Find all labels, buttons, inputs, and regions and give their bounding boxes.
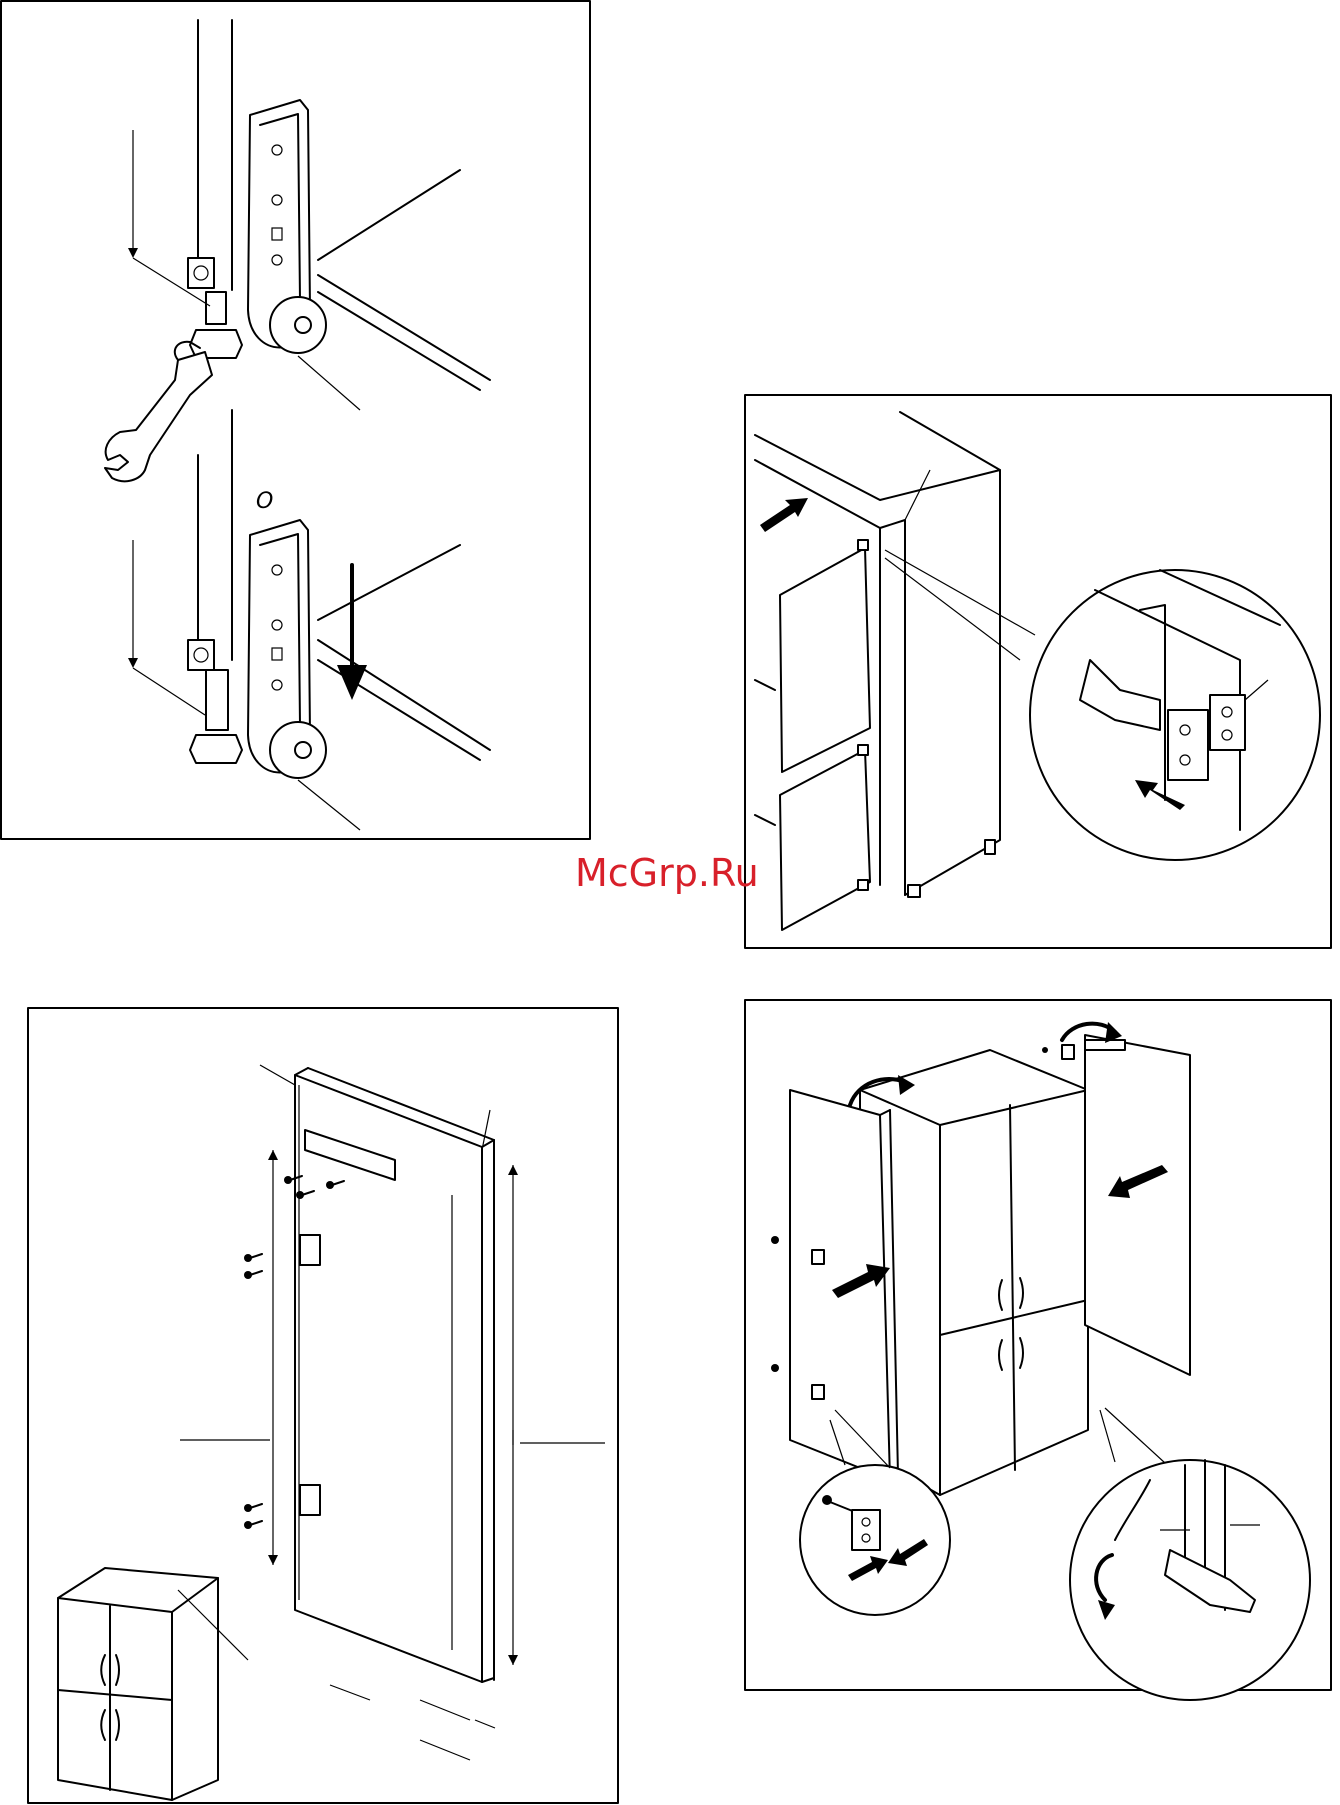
lower-door	[780, 750, 870, 930]
furniture-door-panel	[28, 1008, 618, 1803]
wrench-icon	[105, 342, 212, 482]
foot-assembly-upper	[128, 20, 490, 410]
watermark: McGrp.Ru	[575, 851, 759, 895]
furniture-door-right	[1085, 1035, 1190, 1375]
hinge-detail-magnifier	[1030, 570, 1320, 860]
furniture-door-left	[790, 1090, 890, 1480]
foot-assembly-lower	[128, 410, 490, 830]
door-hinge-panel	[745, 395, 1331, 948]
rotation-label: O	[256, 489, 273, 514]
hinge-adjust-magnifier	[1070, 1408, 1310, 1700]
door-mounting-panel	[745, 1000, 1331, 1700]
upper-door	[780, 548, 870, 772]
push-arrow-icon	[760, 498, 808, 532]
adjustable-foot-panel: O	[1, 1, 590, 839]
cabinet-small	[58, 1568, 248, 1800]
